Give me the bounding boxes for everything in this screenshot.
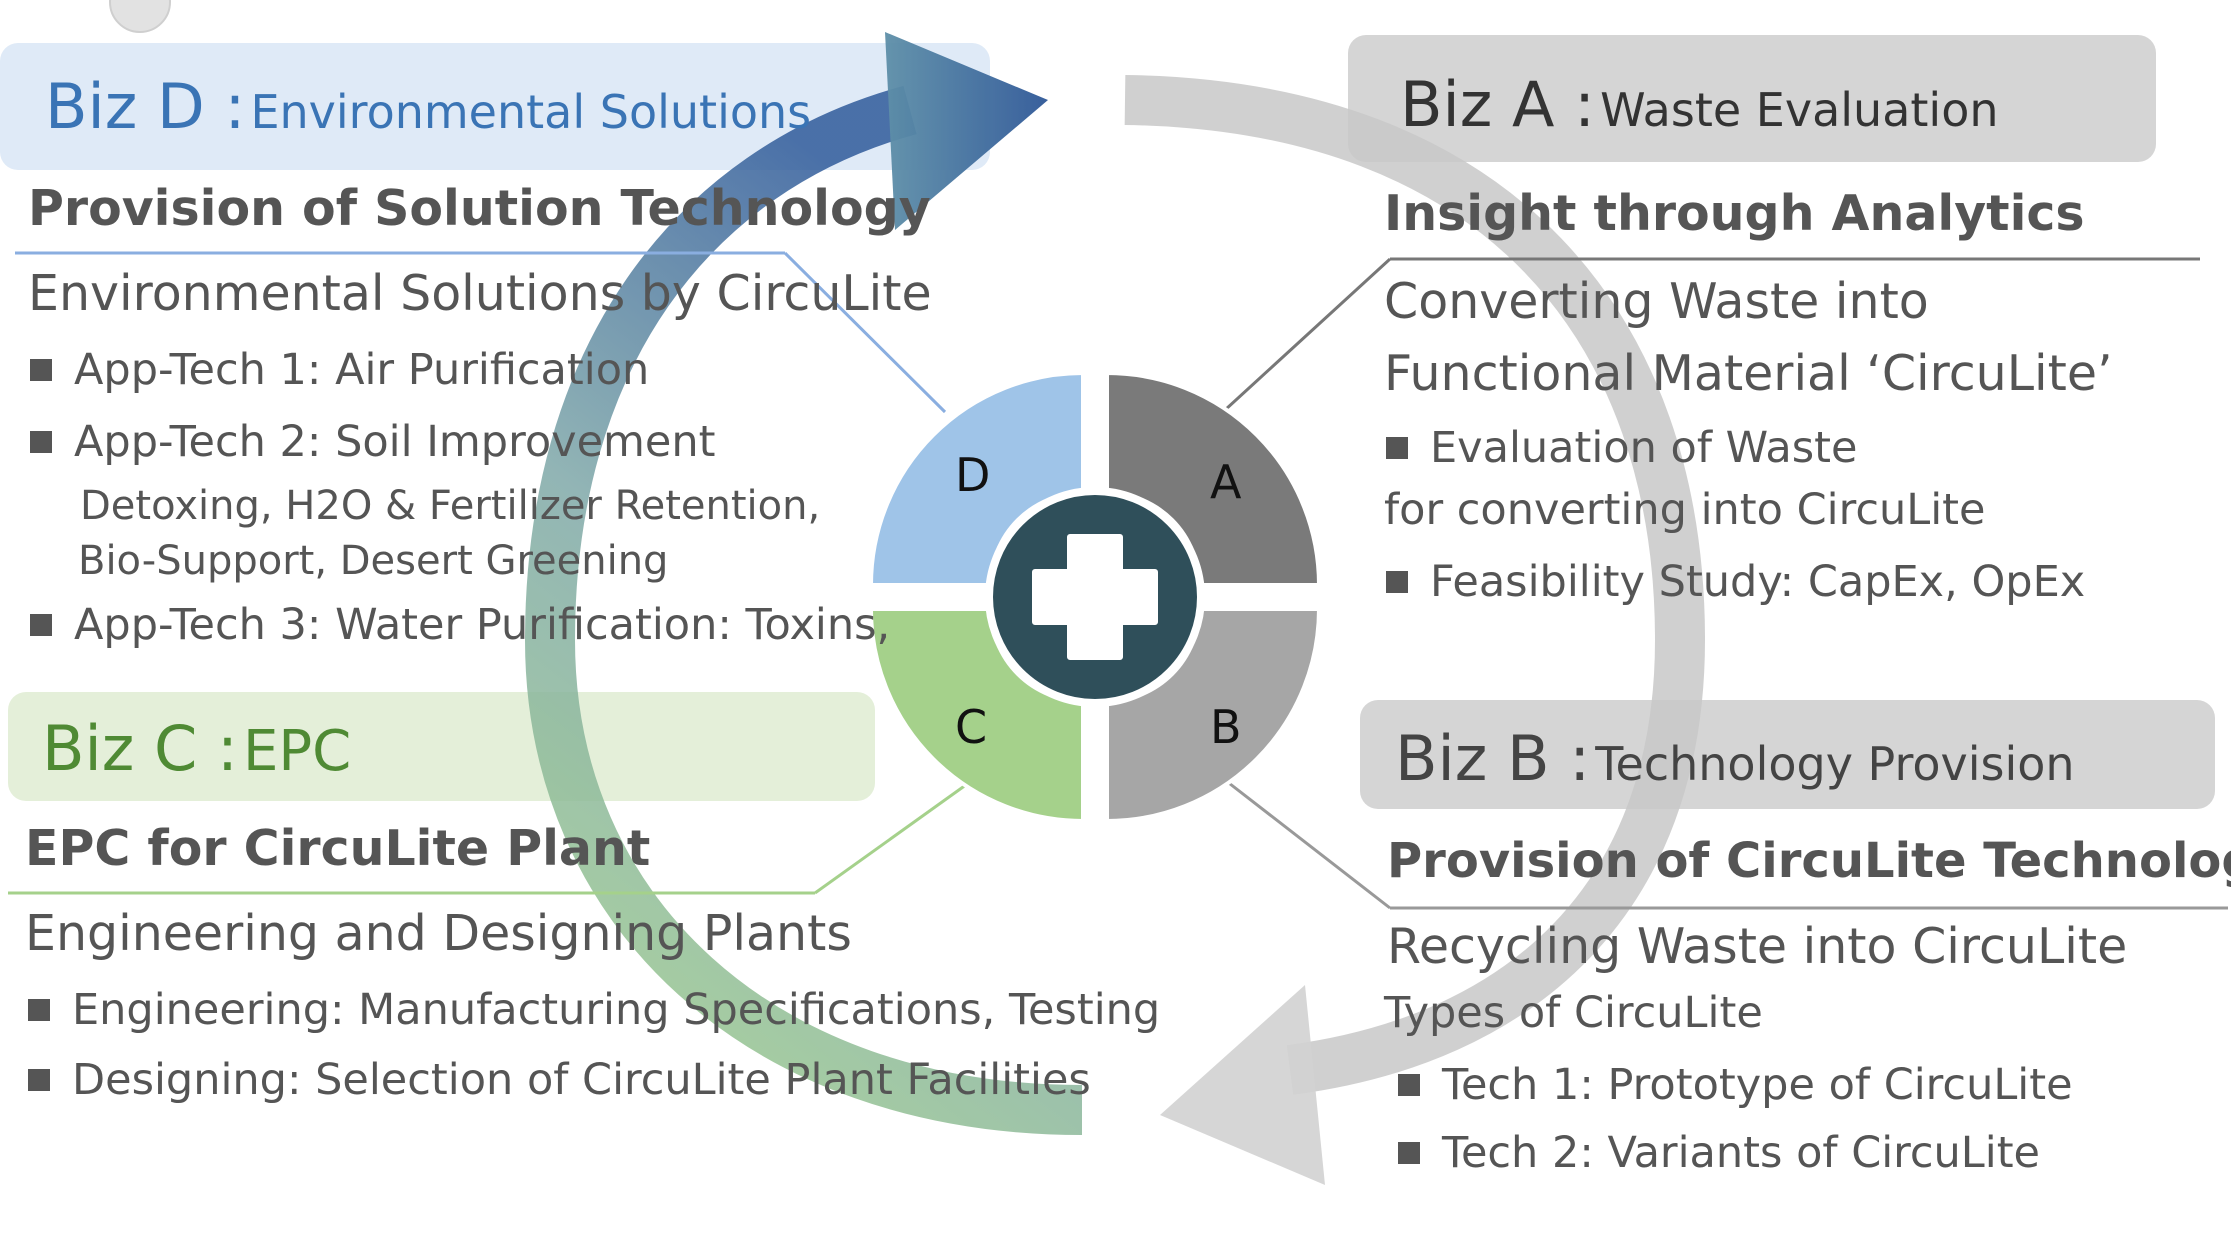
biz-c-subheading: Engineering and Designing Plants: [25, 905, 852, 962]
biz-b-types-label: Types of CircuLite: [1384, 988, 1763, 1038]
biz-d-title-text: Environmental Solutions: [250, 85, 812, 139]
biz-c-heading: EPC for CircuLite Plant: [25, 820, 651, 877]
segment-d-label: D: [955, 448, 991, 502]
segment-c-label: C: [955, 700, 988, 754]
green-arrow-head: [885, 32, 1048, 230]
biz-d-connector: [783, 251, 947, 414]
biz-a-title: Biz A : Waste Evaluation: [1400, 68, 1999, 141]
biz-a-item-1-text: Evaluation of Waste: [1430, 423, 1858, 473]
biz-b-connector: [1224, 778, 1391, 910]
biz-d-item-2-detail-1: Detoxing, H2O & Fertilizer Retention,: [80, 483, 821, 529]
bullet-square-icon: [1386, 570, 1408, 593]
bullet-square-icon: [30, 613, 52, 636]
biz-c-title-text: EPC: [243, 719, 352, 784]
biz-d-item-3-text: App-Tech 3: Water Purification: Toxins,: [74, 600, 891, 650]
biz-d-subheading: Environmental Solutions by CircuLite: [28, 265, 932, 322]
biz-a-item-2: Feasibility Study: CapEx, OpEx: [1386, 557, 2085, 607]
biz-b-heading: Provision of CircuLite Technology: [1387, 833, 2231, 889]
biz-b-title-text: Technology Provision: [1595, 737, 2075, 791]
biz-a-subheading-1: Converting Waste into: [1384, 273, 1929, 330]
biz-a-prefix: Biz A :: [1400, 68, 1596, 141]
biz-d-title: Biz D : Environmental Solutions: [45, 70, 811, 143]
plus-icon: [1032, 534, 1158, 660]
biz-d-prefix: Biz D :: [45, 70, 246, 143]
biz-d-item-3: App-Tech 3: Water Purification: Toxins,: [30, 600, 890, 650]
biz-b-item-1-text: Tech 1: Prototype of CircuLite: [1442, 1060, 2073, 1110]
biz-a-title-bar: [1348, 35, 2156, 162]
biz-c-title-bar: [8, 692, 875, 801]
segment-b-label: B: [1210, 700, 1242, 754]
bullet-square-icon: [28, 998, 50, 1021]
green-cycle-arrow: [524, 85, 1083, 1135]
bullet-square-icon: [30, 358, 52, 381]
biz-c-item-1: Engineering: Manufacturing Specification…: [28, 985, 1160, 1035]
biz-a-item-1: Evaluation of Waste: [1386, 423, 1858, 473]
biz-c-item-2: Designing: Selection of CircuLite Plant …: [28, 1055, 1091, 1105]
biz-c-title: Biz C : EPC: [42, 712, 351, 785]
bullet-square-icon: [1386, 436, 1408, 459]
biz-b-item-1: Tech 1: Prototype of CircuLite: [1398, 1060, 2073, 1110]
biz-c-connector: [814, 780, 971, 895]
biz-a-heading: Insight through Analytics: [1384, 185, 2085, 242]
bullet-square-icon: [1398, 1073, 1420, 1096]
biz-b-prefix: Biz B :: [1395, 722, 1591, 795]
biz-b-subheading: Recycling Waste into CircuLite: [1387, 918, 2128, 975]
biz-d-item-1-text: App-Tech 1: Air Purification: [74, 345, 650, 395]
grey-cycle-arrow: [1124, 75, 1706, 1095]
biz-b-title-bar: [1360, 700, 2215, 809]
biz-a-item-1-line-2: for converting into CircuLite: [1384, 485, 1986, 535]
grey-arrow-head: [1160, 985, 1325, 1185]
biz-c-item-1-text: Engineering: Manufacturing Specification…: [72, 985, 1161, 1035]
biz-b-item-2: Tech 2: Variants of CircuLite: [1398, 1128, 2040, 1178]
segment-a-label: A: [1210, 455, 1242, 509]
decorative-sphere: [109, 0, 171, 33]
bullet-square-icon: [28, 1068, 50, 1091]
bullet-square-icon: [30, 430, 52, 453]
biz-b-title: Biz B : Technology Provision: [1395, 722, 2075, 795]
biz-d-item-2-text: App-Tech 2: Soil Improvement: [74, 417, 716, 467]
biz-a-item-2-text: Feasibility Study: CapEx, OpEx: [1430, 557, 2086, 607]
biz-d-item-2: App-Tech 2: Soil Improvement: [30, 417, 716, 467]
biz-a-connector: [1223, 257, 1392, 412]
biz-c-prefix: Biz C :: [42, 712, 238, 785]
biz-a-title-text: Waste Evaluation: [1600, 83, 1999, 137]
biz-d-heading: Provision of Solution Technology: [28, 180, 931, 237]
biz-a-subheading-2: Functional Material ‘CircuLite’: [1384, 345, 2113, 402]
biz-b-item-2-text: Tech 2: Variants of CircuLite: [1442, 1128, 2041, 1178]
bullet-square-icon: [1398, 1141, 1420, 1164]
biz-d-item-2-detail-2: Bio-Support, Desert Greening: [78, 538, 669, 584]
biz-c-item-2-text: Designing: Selection of CircuLite Plant …: [72, 1055, 1091, 1105]
biz-d-item-1: App-Tech 1: Air Purification: [30, 345, 649, 395]
